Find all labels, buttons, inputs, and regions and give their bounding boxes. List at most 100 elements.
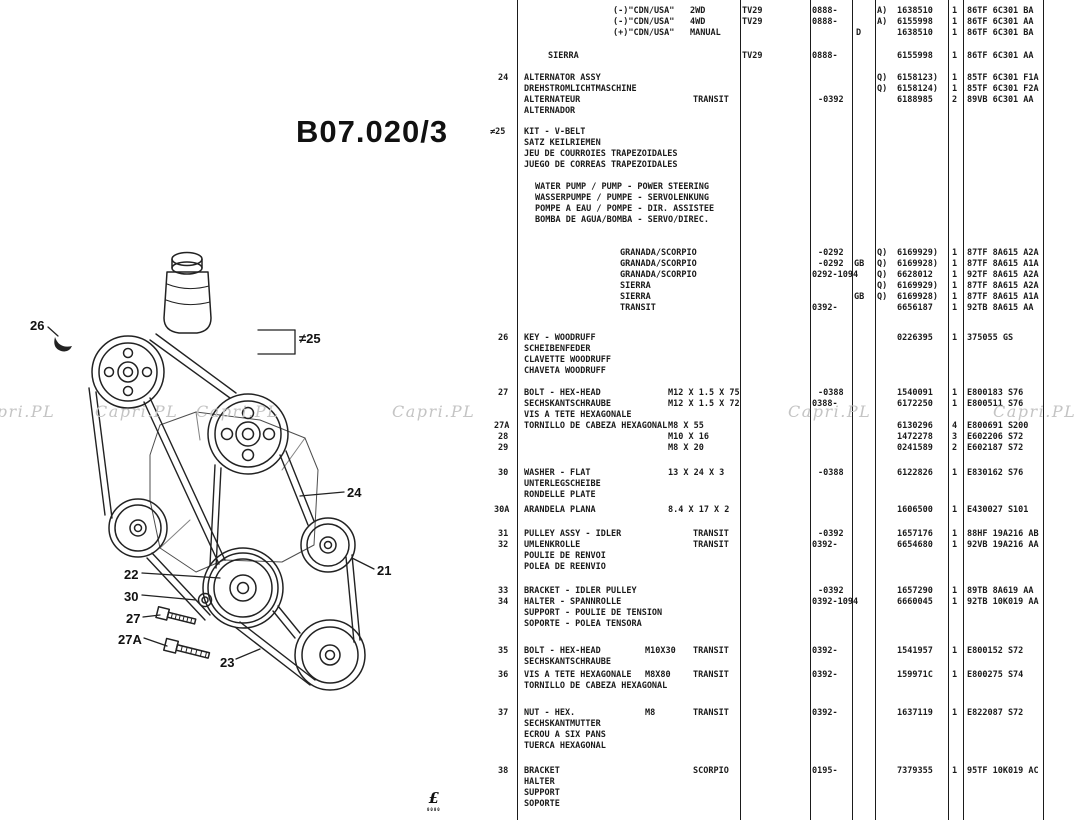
table-text: 0392-	[812, 670, 838, 680]
table-text: 27A	[494, 421, 510, 431]
table-text: 6169928)	[897, 292, 938, 302]
table-text: CLAVETTE WOODRUFF	[524, 355, 611, 365]
diagram-callout: 30	[124, 589, 139, 604]
table-text: 1	[952, 17, 958, 27]
table-text: HALTER	[524, 777, 555, 787]
table-text: 1	[952, 388, 958, 398]
table-text: TUERCA HEXAGONAL	[524, 741, 606, 751]
table-text: 88HF 19A216 AB	[967, 529, 1039, 539]
table-text: 1	[952, 529, 958, 539]
table-text: 85TF 6C301 F2A	[967, 84, 1039, 94]
callout-leader-line	[141, 572, 221, 579]
table-text: ARANDELA PLANA	[524, 505, 596, 515]
table-text: SECHSKANTSCHRAUBE	[524, 399, 611, 409]
table-text: 6158123)	[897, 73, 938, 83]
table-text: TRANSIT	[693, 529, 729, 539]
table-text: M8X80	[645, 670, 671, 680]
table-text: 87TF 8A615 A2A	[967, 281, 1039, 291]
table-text: 0392-	[812, 540, 838, 550]
table-text: 1	[952, 259, 958, 269]
table-text: NUT - HEX.	[524, 708, 576, 718]
table-text: UNTERLEGSCHEIBE	[524, 479, 601, 489]
pulley-drawing	[91, 335, 366, 691]
table-text: 38	[498, 766, 509, 776]
table-text: 8.4 X 17 X 2	[668, 505, 730, 515]
table-text: 1	[952, 270, 958, 280]
table-text: 26	[498, 333, 509, 343]
table-text: 1637119	[897, 708, 933, 718]
table-text: 0226395	[897, 333, 933, 343]
table-text: 92TF 8A615 A2A	[967, 270, 1039, 280]
table-text: VIS A TETE HEXAGONALE	[524, 410, 632, 420]
table-text: TV29	[742, 17, 763, 27]
table-text: WATER PUMP / PUMP - POWER STEERING	[535, 182, 709, 192]
table-text: M12 X 1.5 X 72	[668, 399, 740, 409]
table-text: 28	[498, 432, 509, 442]
table-text: E430027 S101	[967, 505, 1029, 515]
table-text: JUEGO DE CORREAS TRAPEZOIDALES	[524, 160, 678, 170]
publisher-subtext: 0000	[427, 807, 441, 812]
table-text: UMLENKROLLE	[524, 540, 581, 550]
table-text: ALTERNADOR	[524, 106, 576, 116]
table-text: BOMBA DE AGUA/BOMBA - SERVO/DIREC.	[535, 215, 709, 225]
washer-icon	[197, 592, 213, 608]
table-text: BOLT - HEX-HEAD	[524, 646, 601, 656]
table-text: Q)	[877, 259, 888, 269]
table-text: 1	[952, 646, 958, 656]
table-text: E800691 S200	[967, 421, 1029, 431]
table-text: CHAVETA WOODRUFF	[524, 366, 606, 376]
table-text: -0392	[818, 95, 844, 105]
diagram-callout: 21	[377, 563, 392, 578]
engine-block-drawing	[149, 411, 319, 573]
table-text: 87TF 8A615 A1A	[967, 292, 1039, 302]
table-text: 31	[498, 529, 509, 539]
table-text: 6628012	[897, 270, 933, 280]
table-text: 29	[498, 443, 509, 453]
diagram-callout: 22	[124, 567, 139, 582]
table-text: M10X30	[645, 646, 676, 656]
table-text: SIERRA	[620, 292, 651, 302]
table-text: Q)	[877, 270, 888, 280]
table-text: 86TF 6C301 BA	[967, 28, 1034, 38]
table-text: MANUAL	[690, 28, 721, 38]
table-text: -0292	[818, 259, 844, 269]
table-text: 0392-	[812, 646, 838, 656]
table-text: E800511 S76	[967, 399, 1024, 409]
table-text: 37	[498, 708, 509, 718]
table-text: -0392	[818, 529, 844, 539]
table-text: 6169929)	[897, 281, 938, 291]
table-text: 1	[952, 505, 958, 515]
table-text: 1	[952, 51, 958, 61]
table-text: SIERRA	[620, 281, 651, 291]
table-text: Q)	[877, 292, 888, 302]
table-text: E602206 S72	[967, 432, 1024, 442]
table-text: VIS A TETE HEXAGONALE	[524, 670, 632, 680]
table-rule	[517, 0, 518, 820]
table-text: 1	[952, 670, 958, 680]
table-text: GRANADA/SCORPIO	[620, 248, 697, 258]
table-text: 6656187	[897, 303, 933, 313]
page-title: B07.020/3	[296, 114, 449, 149]
table-text: POULIE DE RENVOI	[524, 551, 606, 561]
table-text: M12 X 1.5 X 75	[668, 388, 740, 398]
table-text: 6654680	[897, 540, 933, 550]
table-text: 6130296	[897, 421, 933, 431]
table-text: -0388	[818, 468, 844, 478]
table-text: POLEA DE REENVIO	[524, 562, 606, 572]
table-text: TV29	[742, 51, 763, 61]
table-text: 4WD	[690, 17, 706, 27]
table-text: 6158124)	[897, 84, 938, 94]
table-rule	[740, 0, 741, 820]
table-text: 0392-1094	[812, 597, 859, 607]
table-text: 0392-	[812, 303, 838, 313]
table-text: SATZ KEILRIEMEN	[524, 138, 601, 148]
table-text: 1638510	[897, 28, 933, 38]
table-text: 2	[952, 443, 958, 453]
table-text: 92TB 8A615 AA	[967, 303, 1034, 313]
table-text: 6155998	[897, 51, 933, 61]
table-text: D	[856, 28, 862, 38]
table-text: 86TF 6C301 AA	[967, 17, 1034, 27]
table-text: ≠25	[490, 127, 506, 137]
table-text: Q)	[877, 281, 888, 291]
